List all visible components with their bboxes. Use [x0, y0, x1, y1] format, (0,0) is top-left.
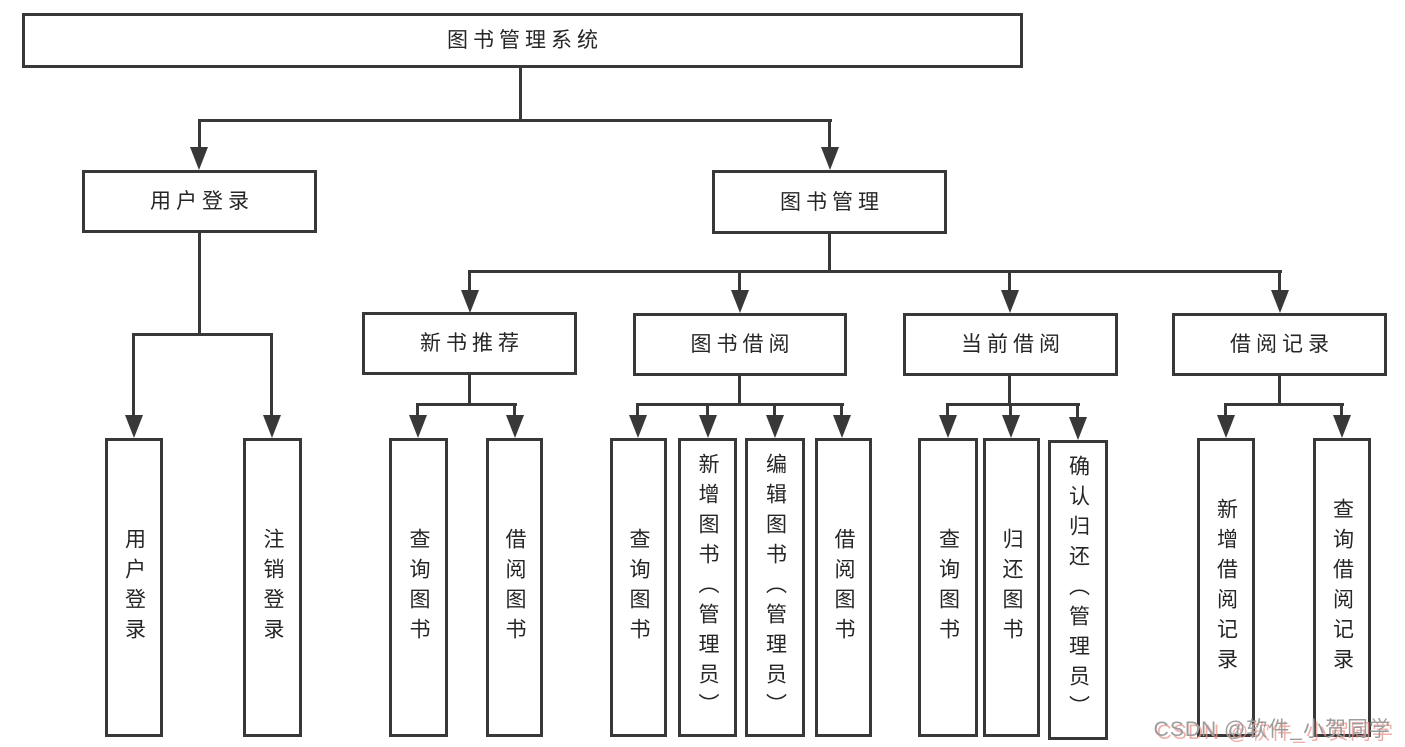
connector-line	[1076, 406, 1079, 418]
arrow-down-icon	[461, 290, 479, 313]
node-library-system-label: 图书管理系统	[447, 29, 603, 52]
connector-line	[513, 406, 516, 416]
connector-line	[773, 406, 776, 416]
connector-line	[1008, 273, 1011, 291]
connector-line	[132, 333, 273, 336]
arrow-down-icon	[409, 415, 427, 438]
leaf-nb-borrow-books: 借阅图书	[486, 438, 543, 737]
arrow-down-icon	[263, 415, 281, 438]
connector-line	[198, 119, 832, 122]
leaf-cb-return-books: 归还图书	[983, 438, 1040, 737]
leaf-bb-add-books-admin-label: 新增图书（管理员）	[696, 452, 719, 723]
arrow-down-icon	[506, 415, 524, 438]
connector-line	[132, 336, 135, 416]
leaf-bb-query-books-label: 查询图书	[627, 527, 650, 648]
connector-line	[1340, 406, 1343, 416]
arrow-down-icon	[1002, 415, 1020, 438]
leaf-bb-edit-books-admin: 编辑图书（管理员）	[745, 438, 805, 737]
node-new-book-recommend-label: 新书推荐	[420, 332, 524, 355]
node-book-borrowing: 图书借阅	[633, 313, 847, 376]
connector-line	[416, 403, 517, 406]
connector-line	[1224, 406, 1227, 416]
node-book-management-label: 图书管理	[780, 190, 884, 214]
node-book-borrowing-label: 图书借阅	[690, 333, 795, 356]
leaf-br-add-record-label: 新增借阅记录	[1214, 497, 1238, 678]
arrow-down-icon	[629, 415, 647, 438]
leaf-br-add-record: 新增借阅记录	[1197, 438, 1255, 737]
arrow-down-icon	[1217, 415, 1235, 438]
node-user-login: 用户登录	[82, 170, 317, 233]
connector-line	[636, 403, 844, 406]
leaf-user-login: 用户登录	[105, 438, 163, 737]
connector-line	[828, 234, 831, 273]
connector-line	[1278, 273, 1281, 291]
connector-line	[1008, 376, 1011, 406]
connector-line	[636, 406, 639, 416]
leaf-nb-query-books-label: 查询图书	[407, 527, 430, 648]
leaf-logout-label: 注销登录	[261, 527, 284, 648]
arrow-down-icon	[1333, 415, 1351, 438]
leaf-nb-borrow-books-label: 借阅图书	[503, 527, 526, 648]
leaf-bb-borrow-books: 借阅图书	[815, 438, 872, 737]
connector-line	[1224, 403, 1344, 406]
arrow-down-icon	[699, 415, 717, 438]
leaf-cb-confirm-return-admin-label: 确认归还（管理员）	[1066, 455, 1090, 725]
arrow-down-icon	[1001, 290, 1019, 313]
connector-line	[468, 375, 471, 406]
arrow-down-icon	[731, 290, 749, 313]
arrow-down-icon	[1271, 290, 1289, 313]
arrow-down-icon	[1069, 417, 1087, 440]
leaf-bb-query-books: 查询图书	[610, 438, 667, 737]
leaf-cb-query-books-label: 查询图书	[936, 527, 960, 648]
leaf-br-query-record: 查询借阅记录	[1313, 438, 1371, 737]
connector-line	[738, 273, 741, 291]
connector-line	[738, 376, 741, 406]
connector-line	[706, 406, 709, 416]
node-user-login-label: 用户登录	[150, 190, 254, 213]
connector-line	[270, 336, 273, 416]
arrow-down-icon	[821, 147, 839, 170]
node-library-system: 图书管理系统	[22, 13, 1023, 68]
connector-line	[468, 270, 1282, 273]
connector-line	[416, 406, 419, 416]
arrow-down-icon	[833, 415, 851, 438]
leaf-cb-query-books: 查询图书	[918, 438, 978, 737]
node-book-management: 图书管理	[712, 170, 947, 234]
leaf-nb-query-books: 查询图书	[389, 438, 448, 737]
arrow-down-icon	[190, 147, 208, 170]
arrow-down-icon	[766, 415, 784, 438]
connector-line	[946, 406, 949, 416]
connector-line	[1009, 406, 1012, 416]
node-current-borrowing: 当前借阅	[903, 313, 1118, 376]
leaf-br-query-record-label: 查询借阅记录	[1330, 497, 1354, 678]
leaf-user-login-label: 用户登录	[122, 527, 146, 648]
connector-line	[828, 122, 831, 149]
connector-line	[468, 273, 471, 291]
arrow-down-icon	[939, 415, 957, 438]
csdn-watermark: CSDN @软件_小贺同学	[1153, 718, 1391, 741]
leaf-bb-borrow-books-label: 借阅图书	[832, 527, 855, 648]
leaf-cb-return-books-label: 归还图书	[1000, 527, 1023, 648]
node-borrowing-records-label: 借阅记录	[1230, 333, 1334, 356]
arrow-down-icon	[125, 415, 143, 438]
node-current-borrowing-label: 当前借阅	[961, 333, 1065, 356]
node-borrowing-records: 借阅记录	[1172, 313, 1387, 376]
connector-line	[519, 68, 522, 122]
leaf-bb-add-books-admin: 新增图书（管理员）	[678, 438, 737, 737]
connector-line	[198, 233, 201, 336]
leaf-cb-confirm-return-admin: 确认归还（管理员）	[1048, 440, 1108, 740]
node-new-book-recommend: 新书推荐	[362, 312, 577, 375]
connector-line	[1278, 376, 1281, 406]
leaf-bb-edit-books-admin-label: 编辑图书（管理员）	[763, 452, 787, 723]
leaf-logout: 注销登录	[243, 438, 302, 737]
connector-line	[946, 403, 1080, 406]
connector-line	[840, 406, 843, 416]
connector-line	[198, 122, 201, 149]
